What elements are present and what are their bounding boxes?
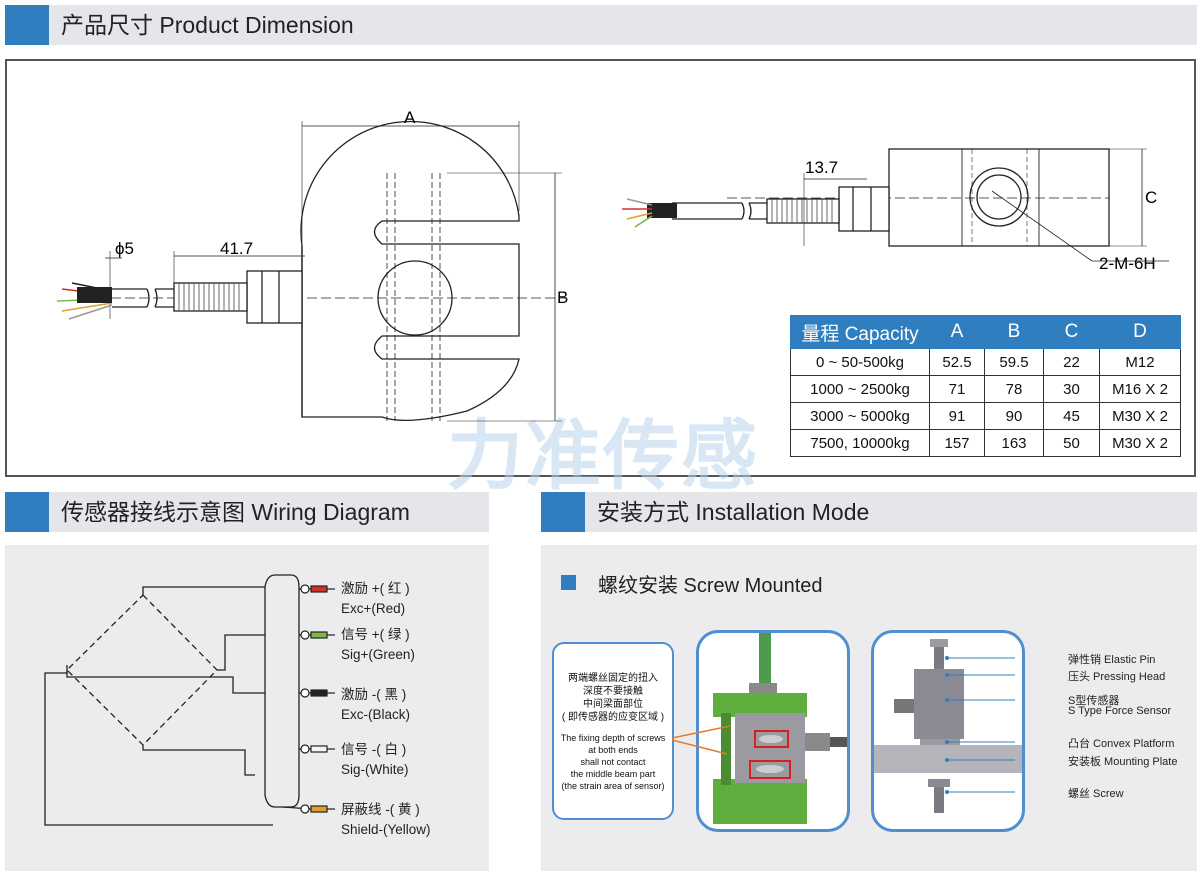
wire-label-en: Exc+(Red) bbox=[341, 601, 406, 616]
table-header-c: C bbox=[1043, 315, 1100, 349]
install-subtitle: 螺纹安装 Screw Mounted bbox=[598, 575, 823, 597]
screw-mount-render bbox=[696, 630, 850, 832]
part-label-mounting-plate: 安装板 Mounting Plate bbox=[1068, 756, 1178, 768]
brand-watermark: 力准传感 bbox=[447, 414, 759, 499]
dim-c-label: C bbox=[1145, 188, 1157, 207]
wire-label-en: Exc-(Black) bbox=[341, 707, 411, 722]
part-label-s-sensor-cn: S型传感器 bbox=[1068, 695, 1120, 707]
wire-label-cn: 信号 -( 白 ) bbox=[341, 742, 407, 757]
wire-label-en: Shield-(Yellow) bbox=[341, 822, 431, 837]
table-cell: 7500, 10000kg bbox=[790, 429, 930, 457]
dimension-section-header: 产品尺寸 Product Dimension bbox=[5, 5, 1197, 45]
wiring-section-title: 传感器接线示意图 Wiring Diagram bbox=[61, 499, 410, 525]
table-cell: 91 bbox=[929, 402, 985, 430]
table-header-d: D bbox=[1099, 315, 1181, 349]
header-accent-tab bbox=[541, 492, 585, 532]
install-section-title: 安装方式 Installation Mode bbox=[597, 499, 870, 525]
table-row: 3000 ~ 5000kg 91 90 45 M30 X 2 bbox=[790, 402, 1181, 430]
table-cell: 157 bbox=[929, 429, 985, 457]
table-cell: 163 bbox=[984, 429, 1044, 457]
note-en-line: shall not contact bbox=[580, 757, 646, 767]
wire-label-cn: 信号 +( 绿 ) bbox=[341, 627, 410, 642]
screw-depth-note: 两端螺丝固定的扭入 深度不要接触 中间梁面部位 ( 即传感器的应变区域 ) Th… bbox=[552, 642, 674, 820]
table-cell: 78 bbox=[984, 375, 1044, 403]
part-label-s-sensor-en: S Type Force Sensor bbox=[1068, 705, 1172, 717]
screw-mount-illustration bbox=[713, 633, 847, 824]
table-cell: 30 bbox=[1043, 375, 1100, 403]
dimension-panel: 力准传感 bbox=[5, 59, 1196, 499]
wiring-panel: 激励 +( 红 ) Exc+(Red) 信号 +( 绿 ) Sig+(Green… bbox=[5, 545, 489, 871]
part-label-pressing-head: 压头 Pressing Head bbox=[1068, 671, 1166, 683]
table-cell: 22 bbox=[1043, 348, 1100, 376]
note-english: The fixing depth of screws at both ends … bbox=[554, 732, 672, 792]
note-arrows bbox=[672, 725, 731, 755]
header-accent-tab bbox=[5, 492, 49, 532]
part-leader-lines bbox=[945, 656, 1015, 794]
table-cell: 1000 ~ 2500kg bbox=[790, 375, 930, 403]
dim-phi-label: ϕ5 bbox=[115, 239, 134, 258]
wire-label-cn: 激励 -( 黑 ) bbox=[341, 687, 407, 702]
part-label-convex-platform: 凸台 Convex Platform bbox=[1068, 738, 1175, 750]
table-header-row: 量程 Capacity A B C D bbox=[790, 315, 1181, 349]
header-accent-tab bbox=[5, 5, 49, 45]
note-cn-line: 两端螺丝固定的扭入 bbox=[568, 673, 658, 684]
thread-lines-left bbox=[178, 283, 240, 311]
note-cn-line: ( 即传感器的应变区域 ) bbox=[561, 712, 665, 723]
table-header-b: B bbox=[984, 315, 1044, 349]
capacity-spec-table: 量程 Capacity A B C D 0 ~ 50-500kg 52.5 59… bbox=[790, 315, 1181, 457]
table-cell: M30 X 2 bbox=[1099, 429, 1181, 457]
note-en-line: the middle beam part bbox=[570, 769, 656, 779]
part-label-elastic-pin: 弹性销 Elastic Pin bbox=[1068, 654, 1156, 666]
table-cell: 59.5 bbox=[984, 348, 1044, 376]
dim-thread-label: 13.7 bbox=[805, 158, 838, 177]
wire-tips-left bbox=[56, 282, 113, 320]
wire-label-cn: 激励 +( 红 ) bbox=[341, 581, 410, 596]
subtitle-square-icon bbox=[561, 575, 576, 590]
table-cell: 0 ~ 50-500kg bbox=[790, 348, 930, 376]
table-row: 1000 ~ 2500kg 71 78 30 M16 X 2 bbox=[790, 375, 1181, 403]
wiring-section-header: 传感器接线示意图 Wiring Diagram bbox=[5, 492, 489, 532]
wire-label-en: Sig-(White) bbox=[341, 762, 409, 777]
note-en-line: at both ends bbox=[588, 745, 638, 755]
s-beam-front-view bbox=[97, 120, 567, 422]
s-beam-side-view bbox=[672, 148, 1169, 262]
wire-label-exc-minus: 激励 -( 黑 ) Exc-(Black) bbox=[341, 685, 410, 725]
table-cell: 3000 ~ 5000kg bbox=[790, 402, 930, 430]
wire-tips-right bbox=[622, 198, 677, 228]
note-en-line: The fixing depth of screws bbox=[560, 733, 666, 743]
table-cell: 45 bbox=[1043, 402, 1100, 430]
dim-b-label: B bbox=[557, 288, 568, 307]
wire-label-sig-minus: 信号 -( 白 ) Sig-(White) bbox=[341, 740, 409, 780]
table-cell: 90 bbox=[984, 402, 1044, 430]
note-cn-line: 深度不要接触 bbox=[583, 686, 643, 697]
table-header-a: A bbox=[929, 315, 985, 349]
table-cell: 50 bbox=[1043, 429, 1100, 457]
wire-terminals bbox=[300, 584, 335, 814]
wire-label-exc-plus: 激励 +( 红 ) Exc+(Red) bbox=[341, 579, 410, 619]
table-cell: 52.5 bbox=[929, 348, 985, 376]
wiring-diagram bbox=[44, 574, 335, 826]
wire-label-sig-plus: 信号 +( 绿 ) Sig+(Green) bbox=[341, 625, 415, 665]
note-en-line: (the strain area of sensor) bbox=[561, 781, 665, 791]
install-section-header: 安装方式 Installation Mode bbox=[541, 492, 1197, 532]
wire-label-en: Sig+(Green) bbox=[341, 647, 415, 662]
wire-label-cn: 屏蔽线 -( 黄 ) bbox=[341, 802, 420, 817]
dimension-section-title: 产品尺寸 Product Dimension bbox=[61, 12, 354, 38]
table-cell: 71 bbox=[929, 375, 985, 403]
dim-hole-label: 2-M-6H bbox=[1099, 254, 1156, 273]
dim-cable-label: 41.7 bbox=[220, 239, 253, 258]
note-chinese: 两端螺丝固定的扭入 深度不要接触 中间梁面部位 ( 即传感器的应变区域 ) bbox=[554, 672, 672, 724]
part-label-screw: 螺丝 Screw bbox=[1068, 788, 1124, 800]
table-cell: M12 bbox=[1099, 348, 1181, 376]
dimension-drawing: A B ϕ5 41.7 bbox=[56, 108, 1169, 422]
note-cn-line: 中间梁面部位 bbox=[583, 699, 643, 710]
table-cell: M30 X 2 bbox=[1099, 402, 1181, 430]
table-header-capacity: 量程 Capacity bbox=[790, 315, 930, 349]
table-row: 0 ~ 50-500kg 52.5 59.5 22 M12 bbox=[790, 348, 1181, 376]
wire-label-shield: 屏蔽线 -( 黄 ) Shield-(Yellow) bbox=[341, 800, 431, 840]
thread-lines-right bbox=[771, 199, 833, 223]
dim-a-label: A bbox=[404, 108, 416, 127]
table-row: 7500, 10000kg 157 163 50 M30 X 2 bbox=[790, 429, 1181, 457]
table-cell: M16 X 2 bbox=[1099, 375, 1181, 403]
